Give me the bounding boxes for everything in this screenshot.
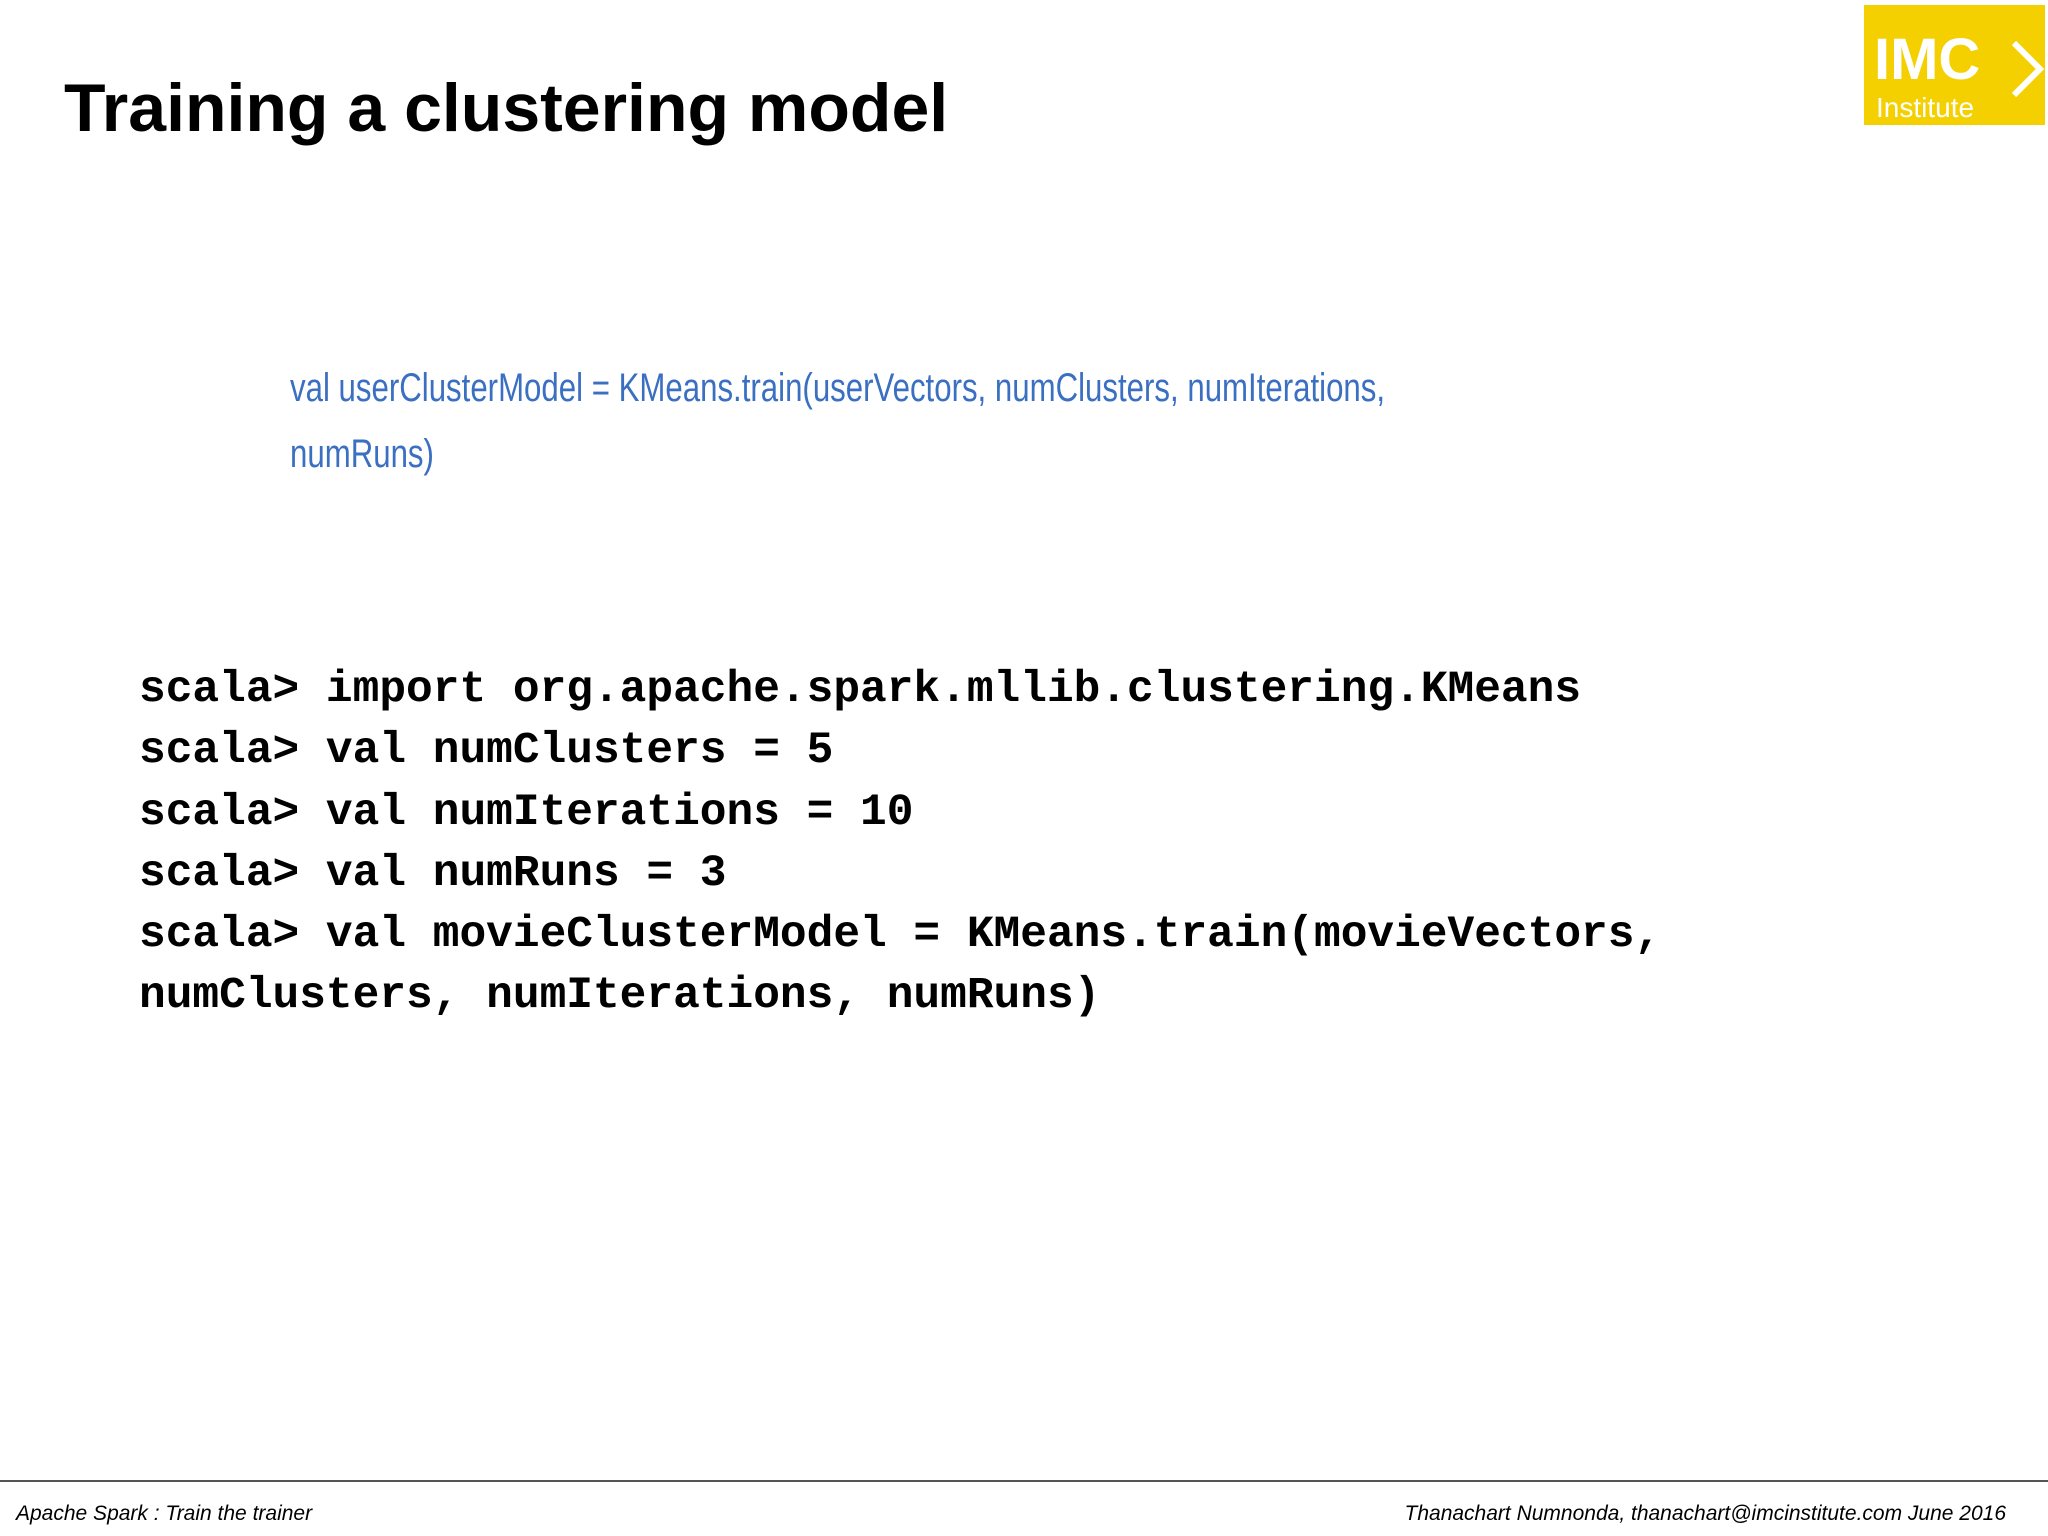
- footer-divider: [0, 1480, 2048, 1482]
- code-snippet-image: val userClusterModel = KMeans.train(user…: [290, 355, 1386, 485]
- scala-code-block: scala> import org.apache.spark.mllib.clu…: [139, 660, 1661, 1028]
- code-line: scala> val numIterations = 10: [139, 787, 914, 838]
- code-line: scala> import org.apache.spark.mllib.clu…: [139, 665, 1582, 715]
- footer-course-title: Apache Spark : Train the trainer: [16, 1502, 313, 1525]
- code-image-line: numRuns): [290, 432, 434, 476]
- footer-author-info: Thanachart Numnonda, thanachart@imcinsti…: [1404, 1502, 2006, 1525]
- code-image-line: val userClusterModel = KMeans.train(user…: [290, 366, 1386, 410]
- svg-text:Institute: Institute: [1876, 92, 1974, 123]
- code-line: scala> val movieClusterModel = KMeans.tr…: [139, 910, 1662, 961]
- code-line: numClusters, numIterations, numRuns): [139, 971, 1101, 1022]
- code-line: scala> val numClusters = 5: [139, 726, 834, 777]
- imc-institute-logo: IMC Institute: [1864, 5, 2045, 125]
- slide-title: Training a clustering model: [64, 70, 949, 146]
- svg-text:IMC: IMC: [1874, 27, 1980, 92]
- code-line: scala> val numRuns = 3: [139, 848, 727, 899]
